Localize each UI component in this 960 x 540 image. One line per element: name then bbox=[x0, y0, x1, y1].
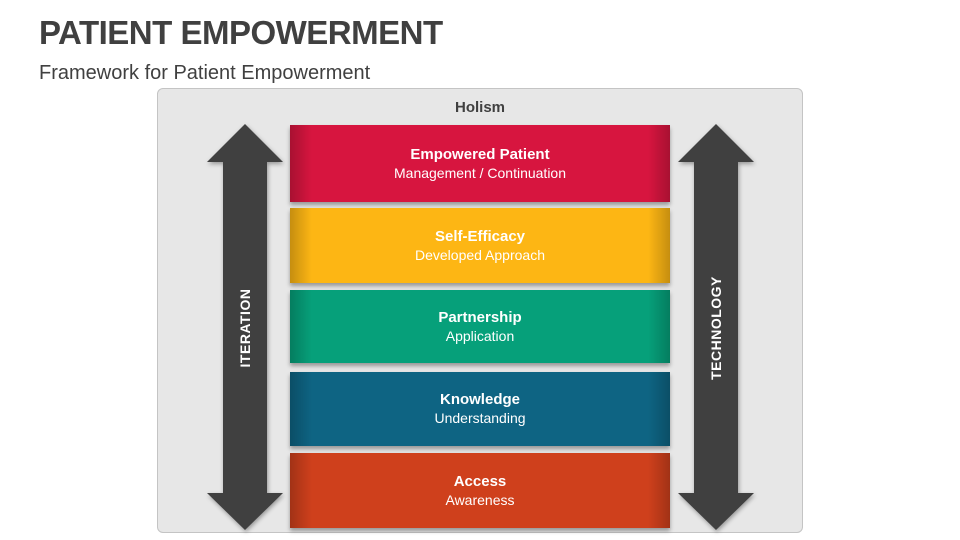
layer-knowledge: Knowledge Understanding bbox=[290, 372, 670, 446]
layer-description: Application bbox=[445, 327, 515, 344]
technology-label: TECHNOLOGY bbox=[708, 275, 724, 380]
layer-name: Access bbox=[453, 472, 507, 490]
layer-self-efficacy: Self-Efficacy Developed Approach bbox=[290, 208, 670, 283]
holism-label: Holism bbox=[454, 99, 505, 116]
layer-description: Management / Continuation bbox=[394, 164, 566, 181]
layer-description: Developed Approach bbox=[415, 246, 545, 263]
layer-access: Access Awareness bbox=[290, 453, 670, 528]
iteration-label: ITERATION bbox=[237, 288, 253, 367]
layer-name: Knowledge bbox=[439, 391, 520, 408]
iteration-double-arrow-icon: ITERATION bbox=[206, 124, 284, 531]
technology-double-arrow-icon: TECHNOLOGY bbox=[677, 124, 755, 531]
page-title: PATIENT EMPOWERMENT bbox=[39, 14, 443, 51]
layer-empowered-patient: Empowered Patient Management / Continuat… bbox=[290, 125, 670, 202]
page-subtitle: Framework for Patient Empowerment bbox=[39, 62, 371, 84]
layer-name: Empowered Patient bbox=[410, 145, 550, 163]
layer-name: Self-Efficacy bbox=[434, 227, 526, 245]
layer-description: Understanding bbox=[434, 410, 526, 426]
layer-name: Partnership bbox=[438, 308, 522, 326]
layer-description: Awareness bbox=[445, 491, 515, 508]
layer-partnership: Partnership Application bbox=[290, 290, 670, 363]
